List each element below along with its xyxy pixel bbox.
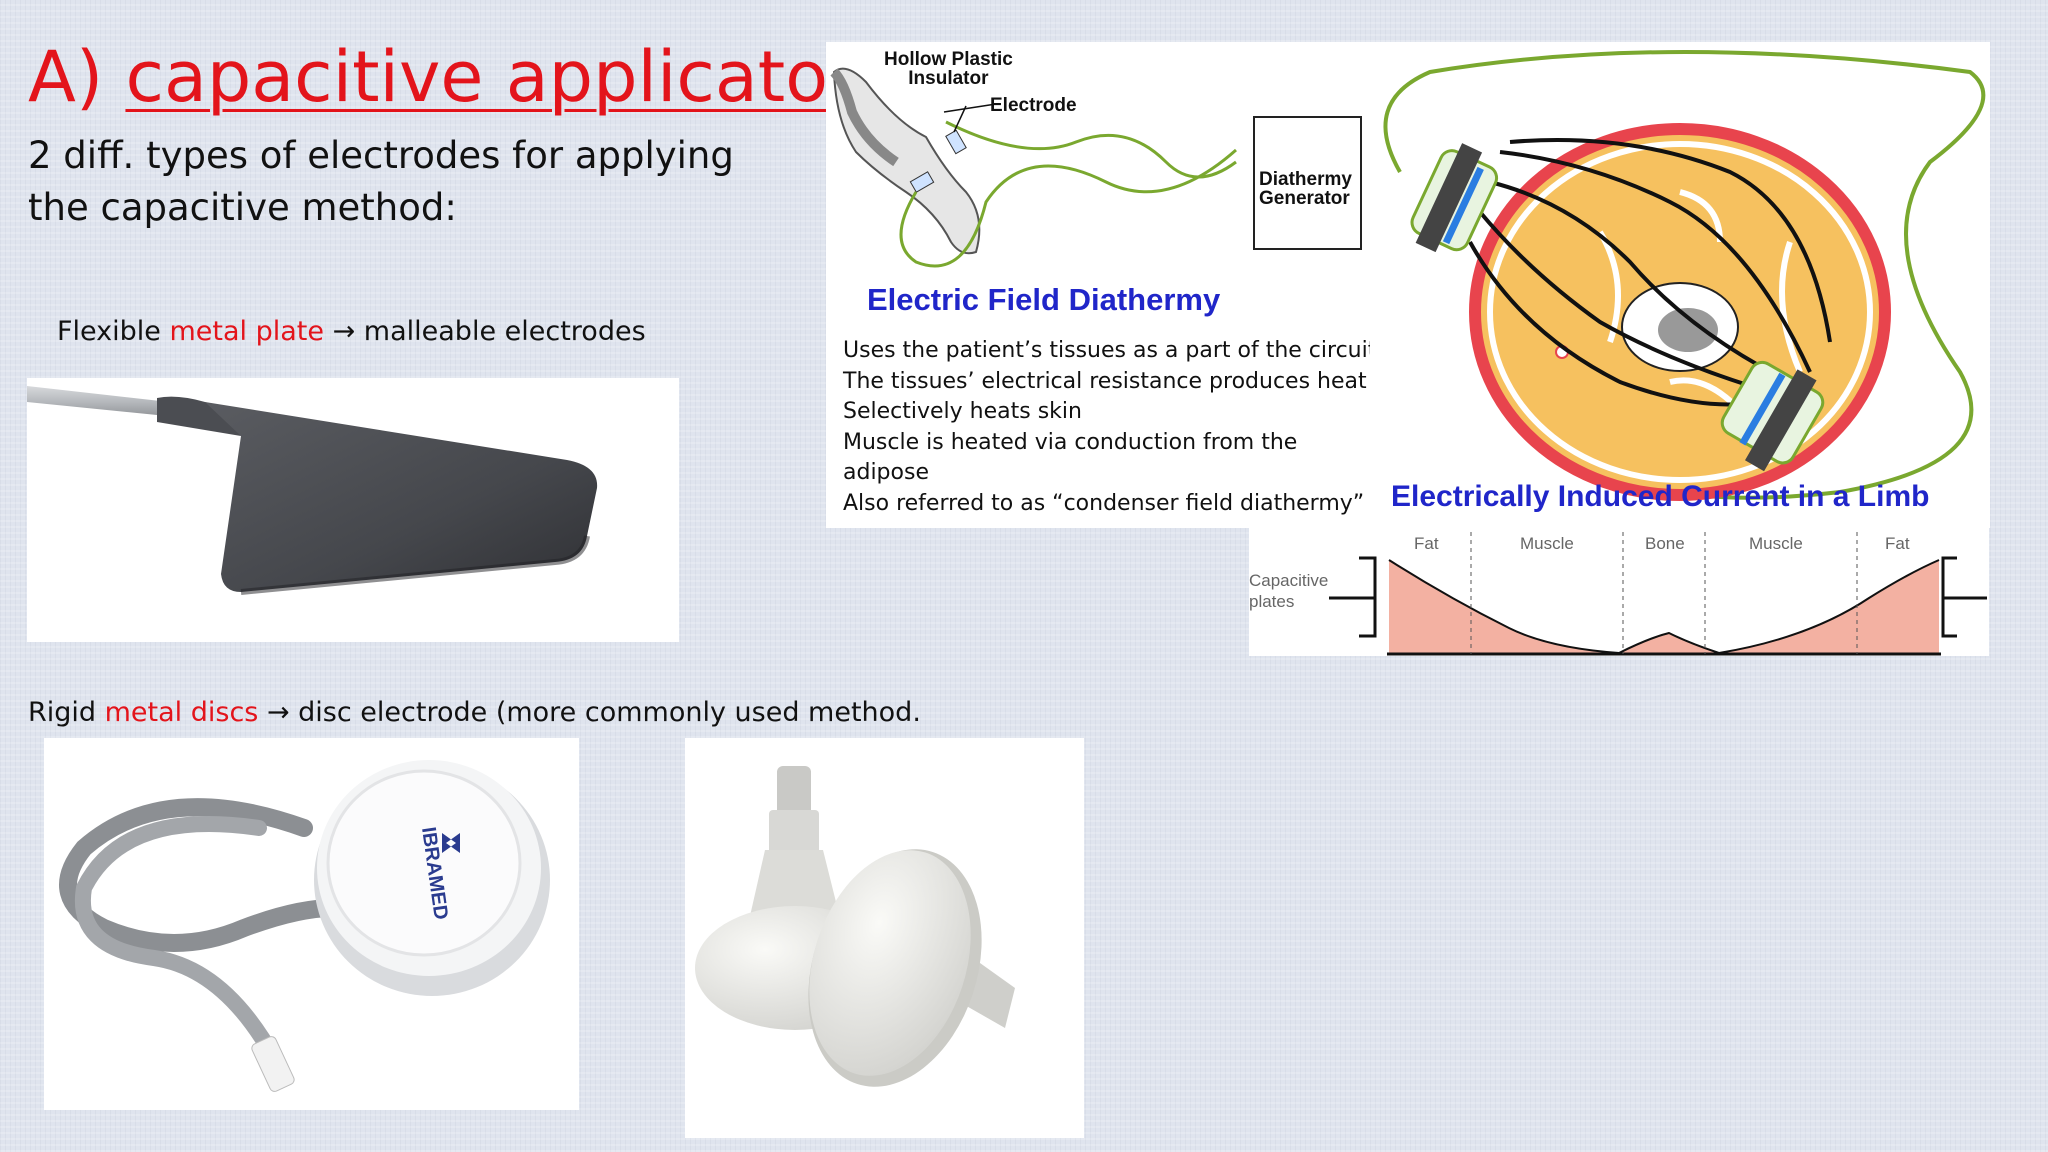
flexible-highlight: metal plate [169,316,324,347]
rigid-prefix: Rigid [28,697,105,728]
disc-electrode-illustration: IBRAMED [59,760,550,1092]
title-prefix: A) [28,36,126,118]
flexible-plate-illustration [27,386,598,595]
bullet-item: adipose [843,460,929,485]
title-main: capacitive applicator: [125,36,880,118]
profile-label-fat-left: Fat [1414,534,1439,553]
profile-label-muscle-left: Muscle [1520,534,1574,553]
insulator-label-line1: Hollow Plastic [884,49,1013,70]
capacitive-plates-label-line2: plates [1249,592,1295,611]
cup-electrode-photo [685,738,1084,1138]
slide-title: A) capacitive applicator: [28,42,879,112]
arrow-icon: → [258,697,299,728]
bullet-item: Muscle is heated via conduction from the [843,429,1298,455]
bullet-item: Selectively heats skin [843,399,1082,424]
diathermy-generator-box: Diathermy Generator [1253,116,1362,250]
brand-logo-icon [442,833,460,853]
rigid-highlight: metal discs [104,697,259,728]
limb-panel: Electrically Induced Current in a Limb [1370,42,1990,528]
diathermy-title: Electric Field Diathermy [867,282,1221,317]
rigid-caption: Rigid metal discs → disc electrode (more… [28,697,921,728]
capacitive-plates-label: Capacitive plates [1249,570,1328,612]
profile-label-fat-right: Fat [1885,534,1910,553]
cup-electrode-illustration [695,766,1015,1087]
limb-title: Electrically Induced Current in a Limb [1391,480,1930,513]
disc-electrode-photo: IBRAMED [44,738,579,1110]
generator-label-line2: Generator [1259,188,1350,209]
bullet-item: Also referred to as “condenser field dia… [843,490,1365,516]
slide-subtitle: 2 diff. types of electrodes for applying… [28,134,734,229]
flexible-plate-photo [27,378,679,642]
flexible-suffix: malleable electrodes [363,316,646,347]
heat-profile-graph [1329,532,1987,656]
capacitive-plates-label-line1: Capacitive [1249,571,1329,590]
profile-label-bone: Bone [1645,534,1685,553]
insulator-label-line2: Insulator [908,68,989,89]
generator-label-line1: Diathermy [1259,169,1352,190]
electrode-label: Electrode [990,95,1077,116]
diathermy-circuit-diagram [830,67,1237,268]
insulator-label: Hollow Plastic Insulator [884,50,1013,88]
bullet-item: Uses the patient’s tissues as a part of … [843,338,1377,363]
profile-label-muscle-right: Muscle [1749,534,1803,553]
rigid-suffix: disc electrode (more commonly used metho… [298,697,921,728]
diathermy-bullet-list: Uses the patient’s tissues as a part of … [843,336,1376,519]
limb-cross-section-diagram [1383,50,1986,501]
generator-label: Diathermy Generator [1259,170,1352,208]
bullet-item: The tissues’ electrical resistance produ… [843,368,1367,394]
flexible-caption: Flexible metal plate → malleable electro… [57,316,646,347]
arrow-icon: → [324,316,364,347]
diathermy-panel: Hollow Plastic Insulator Electrode Diath… [826,42,1376,528]
heat-profile-panel: Fat Muscle Bone Muscle Fat Capacitive pl… [1249,528,1989,656]
flexible-prefix: Flexible [57,316,170,347]
